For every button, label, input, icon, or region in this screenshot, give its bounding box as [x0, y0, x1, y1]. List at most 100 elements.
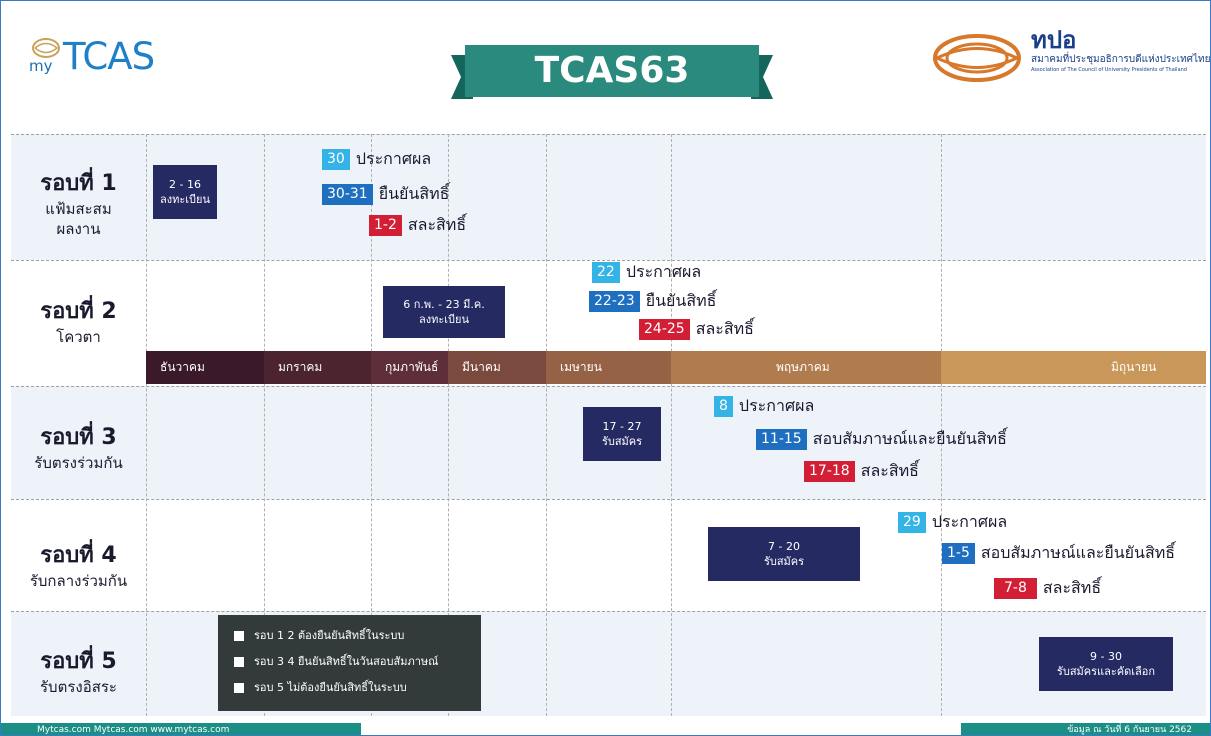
round-3-waive-date: 17-18	[804, 461, 855, 482]
round-2-confirm-label: ยืนยันสิทธิ์	[645, 291, 717, 310]
round-1-announce: 30 ประกาศผล	[322, 147, 431, 172]
round-2-registration-dates: 6 ก.พ. - 23 มี.ค.	[403, 298, 485, 311]
social-links-text: Mytcas.com Mytcas.com www.mytcas.com	[37, 725, 230, 735]
round-1-subtitle-2: ผลงาน	[56, 220, 101, 238]
column-divider	[371, 134, 372, 716]
round-3-announce-label: ประกาศผล	[738, 396, 815, 415]
round-4-announce-date: 29	[898, 512, 926, 533]
note-text: รอบ 1 2 ต้องยืนยันสิทธิ์ในระบบ	[254, 629, 405, 642]
round-3-interview: 11-15 สอบสัมภาษณ์และยืนยันสิทธิ์	[756, 427, 1007, 452]
round-2-waive-date: 24-25	[639, 319, 690, 340]
row-divider	[11, 386, 1206, 387]
round-2-waive: 24-25 สละสิทธิ์	[639, 317, 754, 342]
row-divider	[11, 611, 1206, 612]
round-4-label: รอบที่ 4 รับกลางร่วมกัน	[11, 541, 146, 591]
round-2-confirm-date: 22-23	[589, 291, 640, 312]
column-divider	[941, 134, 942, 716]
tpo-emblem-icon	[933, 34, 1021, 82]
row-divider	[11, 499, 1206, 500]
bullet-square-icon	[234, 683, 244, 693]
round-3-interview-date: 11-15	[756, 429, 807, 450]
month-january: มกราคม	[264, 351, 371, 384]
round-2-title: รอบที่ 2	[40, 299, 117, 324]
round-4-interview: 1-5 สอบสัมภาษณ์และยืนยันสิทธิ์	[942, 541, 1175, 566]
round-3-title: รอบที่ 3	[40, 425, 117, 450]
round-3-registration-label: รับสมัคร	[601, 435, 643, 448]
round-4-waive-label: สละสิทธิ์	[1042, 578, 1102, 597]
round-2-label: รอบที่ 2 โควตา	[11, 297, 146, 347]
round-2-registration-label: ลงทะเบียน	[419, 313, 469, 326]
round-4-subtitle: รับกลางร่วมกัน	[29, 572, 128, 590]
social-footer: Mytcas.com Mytcas.com www.mytcas.com	[1, 723, 361, 735]
column-divider	[546, 134, 547, 716]
round-4-announce: 29 ประกาศผล	[898, 510, 1007, 535]
round-4-waive: 7-8 สละสิทธิ์	[994, 576, 1101, 601]
assoc-english-name: Association of The Council of University…	[1031, 67, 1187, 73]
round-5-row	[11, 611, 1206, 716]
title-ribbon: TCAS63	[451, 41, 773, 105]
logo-tcas-text: TCAS	[63, 35, 155, 78]
round-3-announce: 8 ประกาศผล	[714, 394, 814, 419]
logo-my-text: my	[29, 57, 53, 75]
month-may: พฤษภาคม	[671, 351, 941, 384]
confirmation-notes-box: รอบ 1 2 ต้องยืนยันสิทธิ์ในระบบ รอบ 3 4 ย…	[218, 615, 481, 711]
round-1-subtitle: แฟ้มสะสม	[45, 200, 112, 218]
column-divider	[146, 134, 147, 716]
round-5-label: รอบที่ 5 รับตรงอิสระ	[11, 647, 146, 697]
assoc-thai-name: สมาคมที่ประชุมอธิการบดีแห่งประเทศไทย	[1031, 54, 1211, 65]
note-item: รอบ 3 4 ยืนยันสิทธิ์ในวันสอบสัมภาษณ์	[234, 649, 481, 675]
round-1-announce-label: ประกาศผล	[355, 149, 432, 168]
round-5-subtitle: รับตรงอิสระ	[40, 678, 117, 696]
round-1-announce-date: 30	[322, 149, 350, 170]
bullet-square-icon	[234, 631, 244, 641]
round-3-registration-box: 17 - 27 รับสมัคร	[583, 407, 661, 461]
round-1-registration-box: 2 - 16 ลงทะเบียน	[153, 165, 217, 219]
round-4-interview-date: 1-5	[942, 543, 975, 564]
brain-icon	[32, 38, 60, 58]
note-item: รอบ 5 ไม่ต้องยืนยันสิทธิ์ในระบบ	[234, 675, 481, 701]
month-february: กุมภาพันธ์	[371, 351, 448, 384]
round-2-confirm: 22-23 ยืนยันสิทธิ์	[589, 289, 716, 314]
round-3-interview-label: สอบสัมภาษณ์และยืนยันสิทธิ์	[812, 429, 1007, 448]
round-5-registration-dates: 9 - 30	[1090, 650, 1122, 663]
round-1-label: รอบที่ 1 แฟ้มสะสม ผลงาน	[11, 169, 146, 239]
round-1-confirm: 30-31 ยืนยันสิทธิ์	[322, 182, 449, 207]
round-2-registration-box: 6 ก.พ. - 23 มี.ค. ลงทะเบียน	[383, 286, 505, 338]
round-5-registration-box: 9 - 30 รับสมัครและคัดเลือก	[1039, 637, 1173, 691]
round-3-label: รอบที่ 3 รับตรงร่วมกัน	[11, 423, 146, 473]
round-2-announce-label: ประกาศผล	[625, 262, 702, 281]
bullet-square-icon	[234, 657, 244, 667]
round-2-announce: 22 ประกาศผล	[592, 260, 701, 285]
data-date-note: ข้อมูล ณ วันที่ 6 กันยายน 2562	[1067, 725, 1192, 735]
round-1-waive-date: 1-2	[369, 215, 402, 236]
month-bar: ธันวาคม มกราคม กุมภาพันธ์ มีนาคม เมษายน …	[146, 351, 1206, 384]
tpo-logo: ทปอ สมาคมที่ประชุมอธิการบดีแห่งประเทศไทย…	[931, 27, 1210, 87]
round-3-waive-label: สละสิทธิ์	[860, 461, 919, 480]
round-4-title: รอบที่ 4	[40, 543, 117, 568]
round-3-waive: 17-18 สละสิทธิ์	[804, 459, 919, 484]
round-1-confirm-date: 30-31	[322, 184, 373, 205]
month-june: มิถุนายน	[941, 351, 1206, 384]
round-3-announce-date: 8	[714, 396, 733, 417]
round-1-registration-dates: 2 - 16	[169, 178, 201, 191]
page-title: TCAS63	[534, 50, 690, 91]
round-2-waive-label: สละสิทธิ์	[695, 319, 754, 338]
round-4-announce-label: ประกาศผล	[931, 512, 1008, 531]
column-divider	[264, 134, 265, 716]
round-4-registration-label: รับสมัคร	[763, 555, 805, 568]
month-december: ธันวาคม	[146, 351, 264, 384]
assoc-short-name: ทปอ	[1031, 26, 1077, 54]
row-divider	[11, 260, 1206, 261]
month-april: เมษายน	[546, 351, 671, 384]
round-4-waive-date: 7-8	[994, 578, 1037, 599]
round-2-announce-date: 22	[592, 262, 620, 283]
round-1-waive-label: สละสิทธิ์	[407, 215, 467, 234]
round-1-confirm-label: ยืนยันสิทธิ์	[378, 184, 450, 203]
date-footer: ข้อมูล ณ วันที่ 6 กันยายน 2562	[961, 723, 1210, 735]
round-1-registration-label: ลงทะเบียน	[160, 193, 210, 206]
note-item: รอบ 1 2 ต้องยืนยันสิทธิ์ในระบบ	[234, 623, 481, 649]
round-5-registration-label: รับสมัครและคัดเลือก	[1056, 665, 1156, 678]
round-3-subtitle: รับตรงร่วมกัน	[34, 454, 123, 472]
round-4-registration-box: 7 - 20 รับสมัคร	[708, 527, 860, 581]
